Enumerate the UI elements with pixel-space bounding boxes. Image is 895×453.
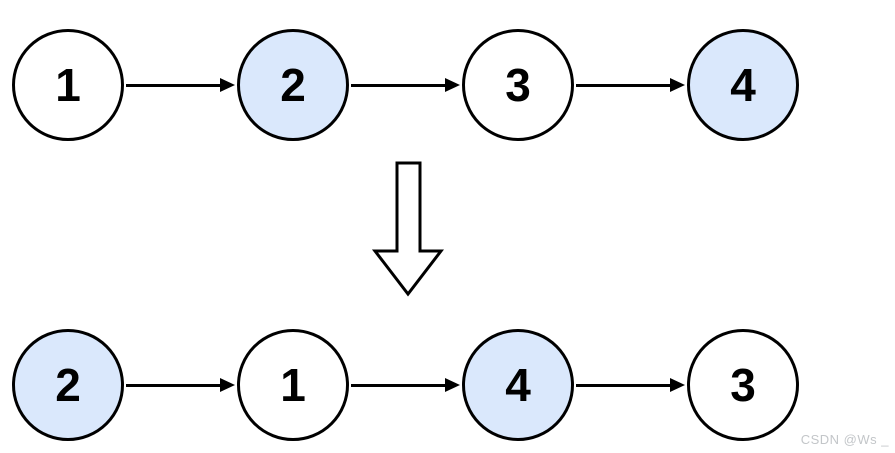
node-label: 3 bbox=[505, 59, 531, 111]
linked-list-node: 4 bbox=[687, 29, 799, 141]
node-label: 2 bbox=[55, 359, 81, 411]
linked-list-node: 3 bbox=[687, 329, 799, 441]
node-label: 1 bbox=[55, 59, 81, 111]
next-pointer-arrow bbox=[126, 378, 235, 392]
next-pointer-arrow bbox=[351, 78, 460, 92]
transform-down-arrow-icon bbox=[371, 161, 444, 297]
node-label: 4 bbox=[505, 359, 531, 411]
linked-list-node: 1 bbox=[237, 329, 349, 441]
linked-list-node: 4 bbox=[462, 329, 574, 441]
linked-list-node: 1 bbox=[12, 29, 124, 141]
linked-list-node: 2 bbox=[237, 29, 349, 141]
node-label: 2 bbox=[280, 59, 306, 111]
node-label: 4 bbox=[730, 59, 756, 111]
next-pointer-arrow bbox=[576, 78, 685, 92]
linked-list-node: 2 bbox=[12, 329, 124, 441]
watermark: CSDN @Ws _ bbox=[800, 432, 889, 447]
next-pointer-arrow bbox=[576, 378, 685, 392]
next-pointer-arrow bbox=[351, 378, 460, 392]
next-pointer-arrow bbox=[126, 78, 235, 92]
node-label: 1 bbox=[280, 359, 306, 411]
linked-list-node: 3 bbox=[462, 29, 574, 141]
node-label: 3 bbox=[730, 359, 756, 411]
